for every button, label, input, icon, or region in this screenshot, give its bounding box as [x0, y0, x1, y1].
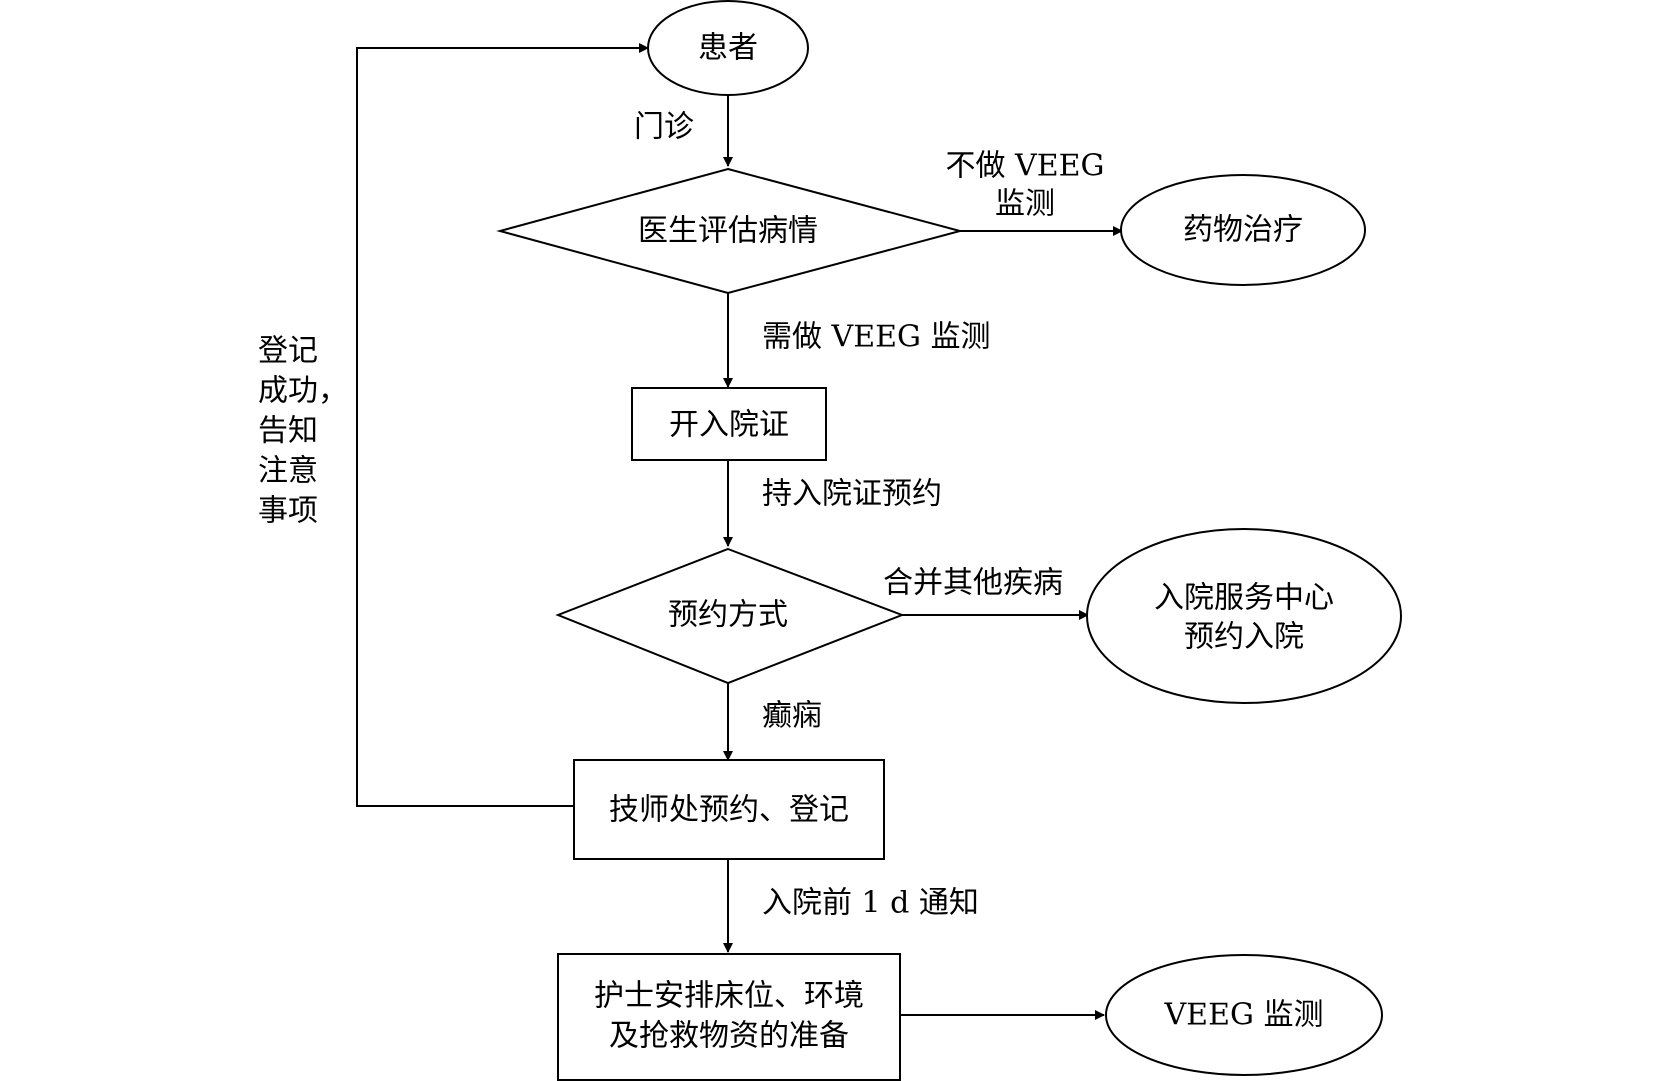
node-drug-therapy: 药物治疗: [1120, 174, 1366, 286]
edge-label-feedback-line4: 注意: [258, 454, 318, 489]
edge-label-feedback-line2: 成功，: [258, 374, 348, 409]
node-nurse: 护士安排床位、环境 及抢救物资的准备: [557, 953, 901, 1081]
node-service-center-line2: 预约入院: [1184, 620, 1304, 655]
edge-label-epilepsy: 癫痫: [762, 699, 822, 734]
node-patient-label: 患者: [698, 31, 758, 66]
edge-label-notify: 入院前 1 d 通知: [762, 886, 979, 921]
edge-label-hold-cert: 持入院证预约: [762, 477, 942, 512]
node-nurse-line1: 护士安排床位、环境: [594, 979, 864, 1014]
node-assess-decision: 医生评估病情: [496, 167, 964, 295]
node-veeg: VEEG 监测: [1105, 954, 1383, 1076]
edge-label-need-veeg: 需做 VEEG 监测: [762, 320, 991, 355]
edge-label-outpatient: 门诊: [634, 110, 694, 145]
node-service-center: 入院服务中心 预约入院: [1086, 528, 1402, 704]
edge-label-no-veeg-line1: 不做 VEEG: [946, 149, 1105, 184]
node-admission-cert: 开入院证: [631, 387, 827, 461]
edge-label-feedback-line1: 登记: [258, 334, 318, 369]
node-technician-label: 技师处预约、登记: [609, 793, 849, 828]
node-admission-cert-label: 开入院证: [669, 408, 789, 443]
node-veeg-label: VEEG 监测: [1164, 998, 1324, 1033]
node-drug-label: 药物治疗: [1183, 213, 1303, 248]
node-technician: 技师处预约、登记: [573, 759, 885, 860]
node-booking-label: 预约方式: [668, 598, 788, 633]
edge-label-no-veeg-line2: 监测: [995, 187, 1055, 222]
node-service-center-line1: 入院服务中心: [1154, 581, 1334, 616]
edge-label-feedback-line5: 事项: [258, 494, 318, 529]
node-patient: 患者: [647, 0, 809, 96]
edge-feedback-loop: [356, 43, 649, 807]
node-assess-label: 医生评估病情: [638, 214, 818, 249]
edge-label-comorbid: 合并其他疾病: [883, 566, 1063, 601]
edge-label-feedback-line3: 告知: [258, 414, 318, 449]
node-nurse-line2: 及抢救物资的准备: [609, 1019, 849, 1054]
node-booking-decision: 预约方式: [555, 547, 905, 685]
